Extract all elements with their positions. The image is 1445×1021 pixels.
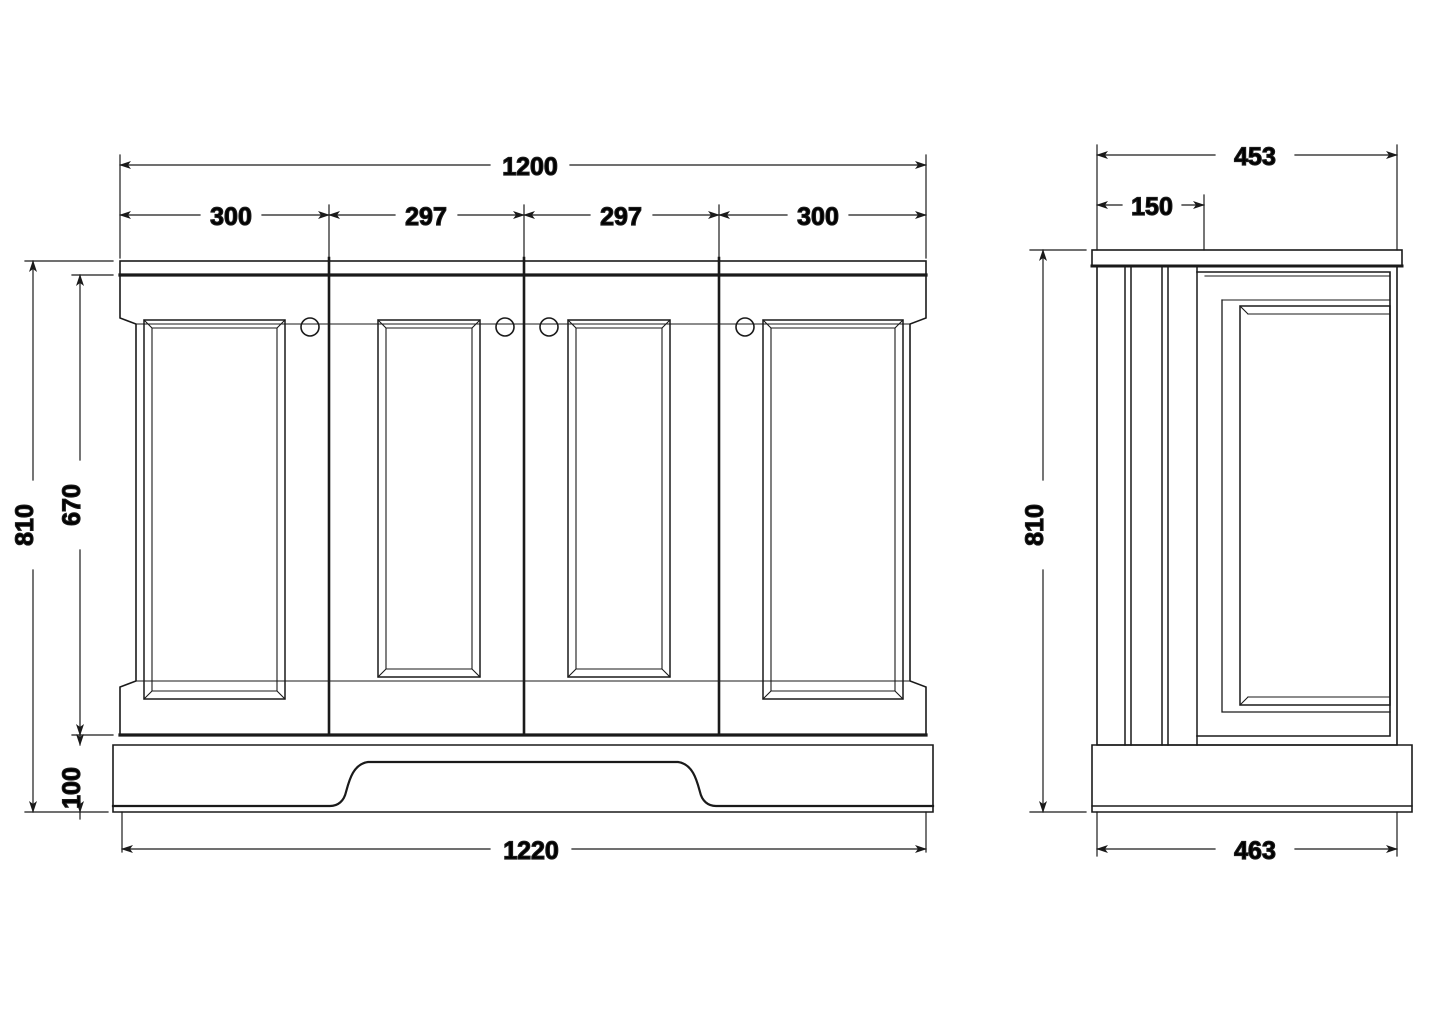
front-door-2[interactable] — [377, 317, 515, 678]
front-plinth — [111, 744, 935, 813]
dim-297-right-label: 297 — [600, 203, 642, 231]
front-view-group — [111, 256, 935, 813]
dim-810-side-label: 810 — [1021, 504, 1049, 546]
dim-463-label: 463 — [1234, 837, 1276, 865]
side-plinth — [1091, 744, 1413, 813]
front-door-3[interactable] — [539, 317, 671, 678]
side-countertop — [1090, 249, 1404, 268]
dim-1220-label: 1220 — [503, 837, 559, 865]
door-knob-4[interactable] — [735, 317, 755, 337]
dim-150-label: 150 — [1131, 193, 1173, 221]
front-door-separators — [327, 256, 721, 737]
side-view-group — [1090, 249, 1413, 813]
side-carcass — [1096, 265, 1398, 746]
side-door-panel[interactable] — [1221, 299, 1391, 713]
front-door-4[interactable] — [735, 317, 904, 700]
side-door-recess — [1196, 265, 1391, 746]
dim-670-label: 670 — [58, 484, 86, 526]
door-knob-2[interactable] — [495, 317, 515, 337]
dim-300-left-label: 300 — [210, 203, 252, 231]
dim-100-label: 100 — [58, 767, 86, 809]
dim-300-right-label: 300 — [797, 203, 839, 231]
dim-1200-label: 1200 — [502, 153, 558, 181]
door-knob-1[interactable] — [300, 317, 320, 337]
side-dimensions: 453 150 810 463 — [1020, 142, 1398, 866]
dim-810-front-label: 810 — [11, 504, 39, 546]
door-knob-3[interactable] — [539, 317, 559, 337]
dim-453-label: 453 — [1234, 143, 1276, 171]
side-panel-strips — [1124, 265, 1169, 746]
front-dimensions: 1200 300 297 297 300 810 670 — [10, 152, 927, 866]
front-door-1[interactable] — [143, 317, 320, 700]
dim-297-left-label: 297 — [405, 203, 447, 231]
